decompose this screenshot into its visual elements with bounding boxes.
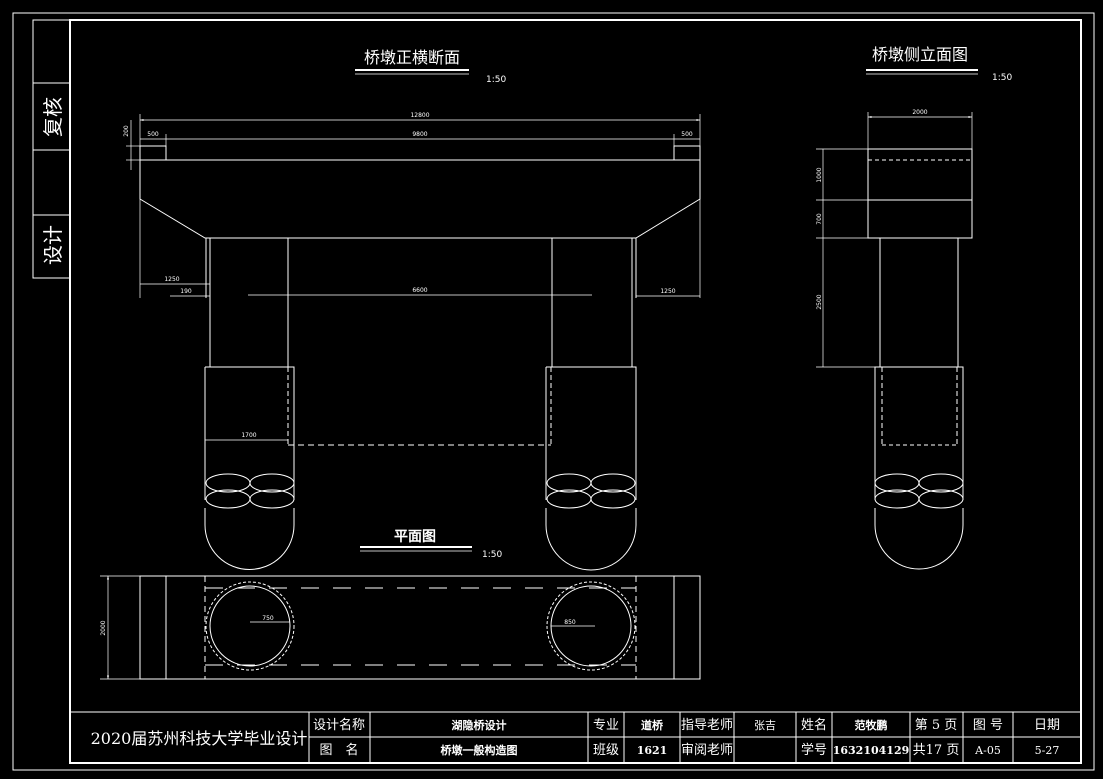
dim-cap-right: 500 [681,131,693,138]
dim-side-top: 1000 [816,167,823,182]
dim-plan-radius-b: 850 [564,619,576,626]
dim-side-mid: 700 [816,213,823,225]
front-dimension-lines [126,114,701,441]
advisor-value: 张吉 [754,719,776,732]
advisor-label: 指导老师 [681,718,733,733]
dim-cap-height: 200 [123,125,130,137]
major-label: 专业 [593,718,619,733]
front-view-title: 桥墩正横断面 [364,48,460,67]
class-value: 1621 [637,744,668,757]
inner-frame [69,19,1082,764]
outer-frame [12,12,1095,771]
dim-side-width: 2000 [912,109,927,116]
dim-right-overhang: 1250 [660,288,675,295]
page-number: 第 5 页 [915,718,958,733]
dim-plan-width: 2000 [100,620,107,635]
name-value: 范牧鹏 [855,718,888,732]
major-value: 道桥 [641,718,664,732]
school-name: 2020届苏州科技大学毕业设计 [91,729,308,748]
design-name-label: 设计名称 [313,717,365,733]
margin-stamp [32,19,71,279]
dim-plan-radius-a: 750 [262,615,274,622]
drawing-no-value: A-05 [974,744,1001,757]
plan-dimension-lines [100,575,595,680]
date-value: 5-27 [1035,744,1060,757]
title-block-grid [69,711,1082,764]
id-label: 学号 [801,742,827,758]
figure-name: 桥墩一般构造图 [441,743,518,757]
dim-cap-inner: 9800 [412,131,427,138]
side-view-title: 桥墩侧立面图 [872,45,968,64]
dim-side-column: 2500 [816,294,823,309]
reviewer-label: 审阅老师 [681,743,733,758]
id-value: 1632104129 [833,744,910,757]
figure-name-label: 图 名 [319,742,358,758]
front-view [139,145,701,571]
plan-view-title: 平面图 [394,529,436,545]
total-pages: 共17 页 [913,743,960,758]
class-label: 班级 [593,743,619,758]
design-name: 湖隐桥设计 [452,718,507,732]
front-view-scale: 1:50 [486,75,506,85]
margin-review-label: 复核 [41,97,65,137]
side-view [867,148,973,570]
side-dimension-lines [816,112,973,368]
dim-pile-width: 1700 [241,432,256,439]
dim-left-overhang: 1250 [164,276,179,283]
name-label: 姓名 [801,717,827,733]
drawing-no-label: 图 号 [973,718,1003,733]
dim-cap-left: 500 [147,131,159,138]
side-view-scale: 1:50 [992,73,1012,83]
dim-column-spacing: 6600 [412,287,427,294]
margin-design-label: 设计 [41,225,65,265]
dim-total-width: 12800 [410,112,429,119]
dim-gap-small: 190 [180,288,192,295]
plan-view [139,575,701,680]
date-label: 日期 [1034,718,1060,733]
plan-view-scale: 1:50 [482,550,502,560]
